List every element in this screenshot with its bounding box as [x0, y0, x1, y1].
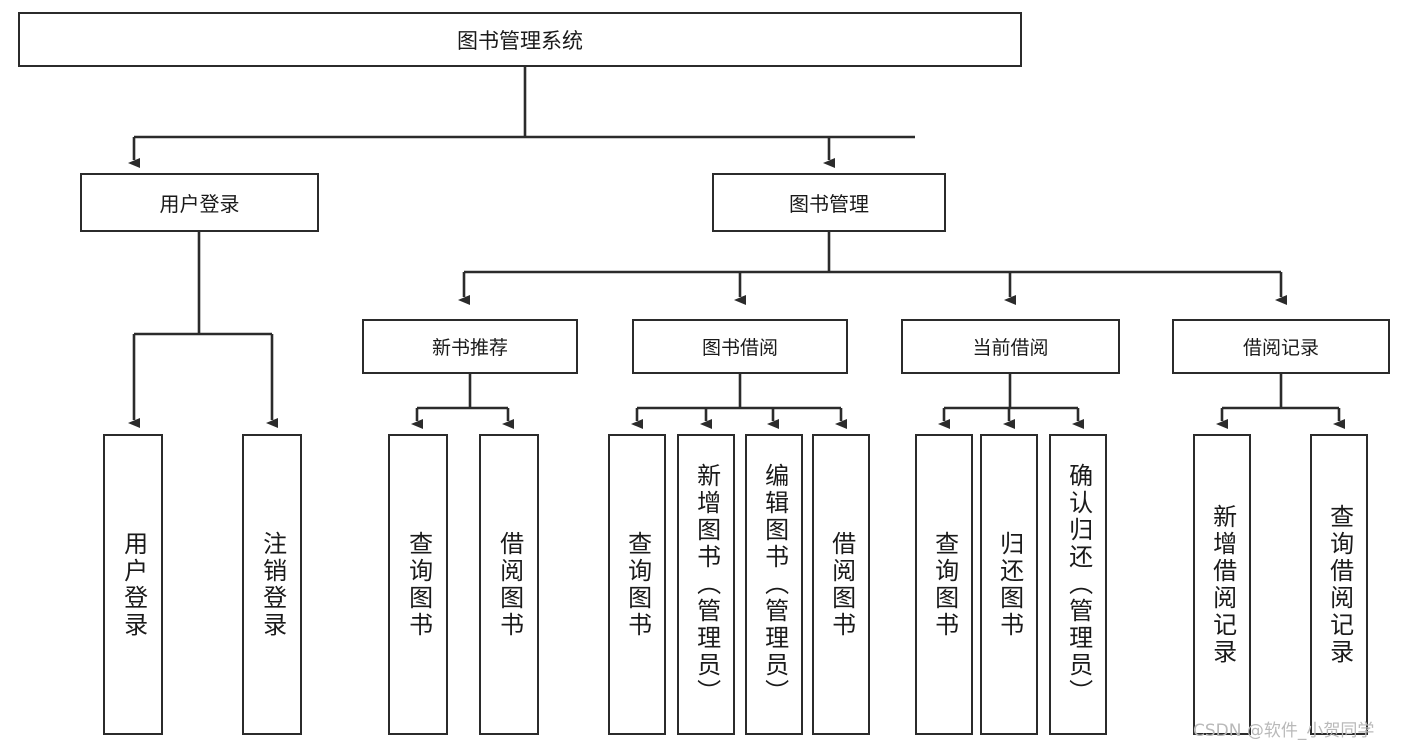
node-label: 查询图书 — [404, 530, 433, 639]
node-label: 编辑图书（管理员） — [760, 463, 789, 706]
node-label: 图书借阅 — [701, 337, 778, 359]
leaf-user-login[interactable]: 用户登录 — [103, 434, 163, 735]
node-label: 归还图书 — [995, 530, 1024, 639]
leaf-borrow-book-recommend[interactable]: 借阅图书 — [479, 434, 539, 735]
node-user-login[interactable]: 用户登录 — [80, 173, 319, 232]
node-current-borrow[interactable]: 当前借阅 — [901, 319, 1120, 374]
node-label: 确认归还（管理员） — [1064, 463, 1093, 706]
node-label: 查询图书 — [930, 530, 959, 639]
leaf-add-book-admin[interactable]: 新增图书（管理员） — [677, 434, 735, 735]
leaf-borrow-book[interactable]: 借阅图书 — [812, 434, 870, 735]
leaf-query-book-recommend[interactable]: 查询图书 — [388, 434, 448, 735]
node-label: 查询图书 — [623, 530, 652, 639]
node-label: 查询借阅记录 — [1325, 503, 1354, 666]
watermark-text: CSDN @软件_小贺同学 — [1193, 721, 1375, 741]
leaf-edit-book-admin[interactable]: 编辑图书（管理员） — [745, 434, 803, 735]
node-label: 用户登录 — [119, 530, 148, 639]
node-label: 当前借阅 — [972, 337, 1049, 359]
node-book-borrow[interactable]: 图书借阅 — [632, 319, 848, 374]
node-label: 借阅记录 — [1242, 337, 1319, 359]
node-book-management[interactable]: 图书管理 — [712, 173, 946, 232]
leaf-logout[interactable]: 注销登录 — [242, 434, 302, 735]
leaf-confirm-return-admin[interactable]: 确认归还（管理员） — [1049, 434, 1107, 735]
node-label: 图书管理系统 — [457, 28, 583, 53]
node-label: 新书推荐 — [431, 337, 508, 359]
leaf-query-borrow-record[interactable]: 查询借阅记录 — [1310, 434, 1368, 735]
node-label: 注销登录 — [258, 530, 287, 639]
node-label: 新增图书（管理员） — [692, 463, 721, 706]
node-label: 借阅图书 — [495, 530, 524, 639]
leaf-query-book-borrow[interactable]: 查询图书 — [608, 434, 666, 735]
node-label: 新增借阅记录 — [1208, 503, 1237, 666]
node-label: 用户登录 — [159, 192, 240, 216]
node-borrow-record[interactable]: 借阅记录 — [1172, 319, 1390, 374]
leaf-query-book-current[interactable]: 查询图书 — [915, 434, 973, 735]
node-label: 借阅图书 — [827, 530, 856, 639]
node-label: 图书管理 — [789, 192, 869, 216]
leaf-return-book[interactable]: 归还图书 — [980, 434, 1038, 735]
node-new-book-recommend[interactable]: 新书推荐 — [362, 319, 578, 374]
leaf-add-borrow-record[interactable]: 新增借阅记录 — [1193, 434, 1251, 735]
node-root-system[interactable]: 图书管理系统 — [18, 12, 1022, 67]
